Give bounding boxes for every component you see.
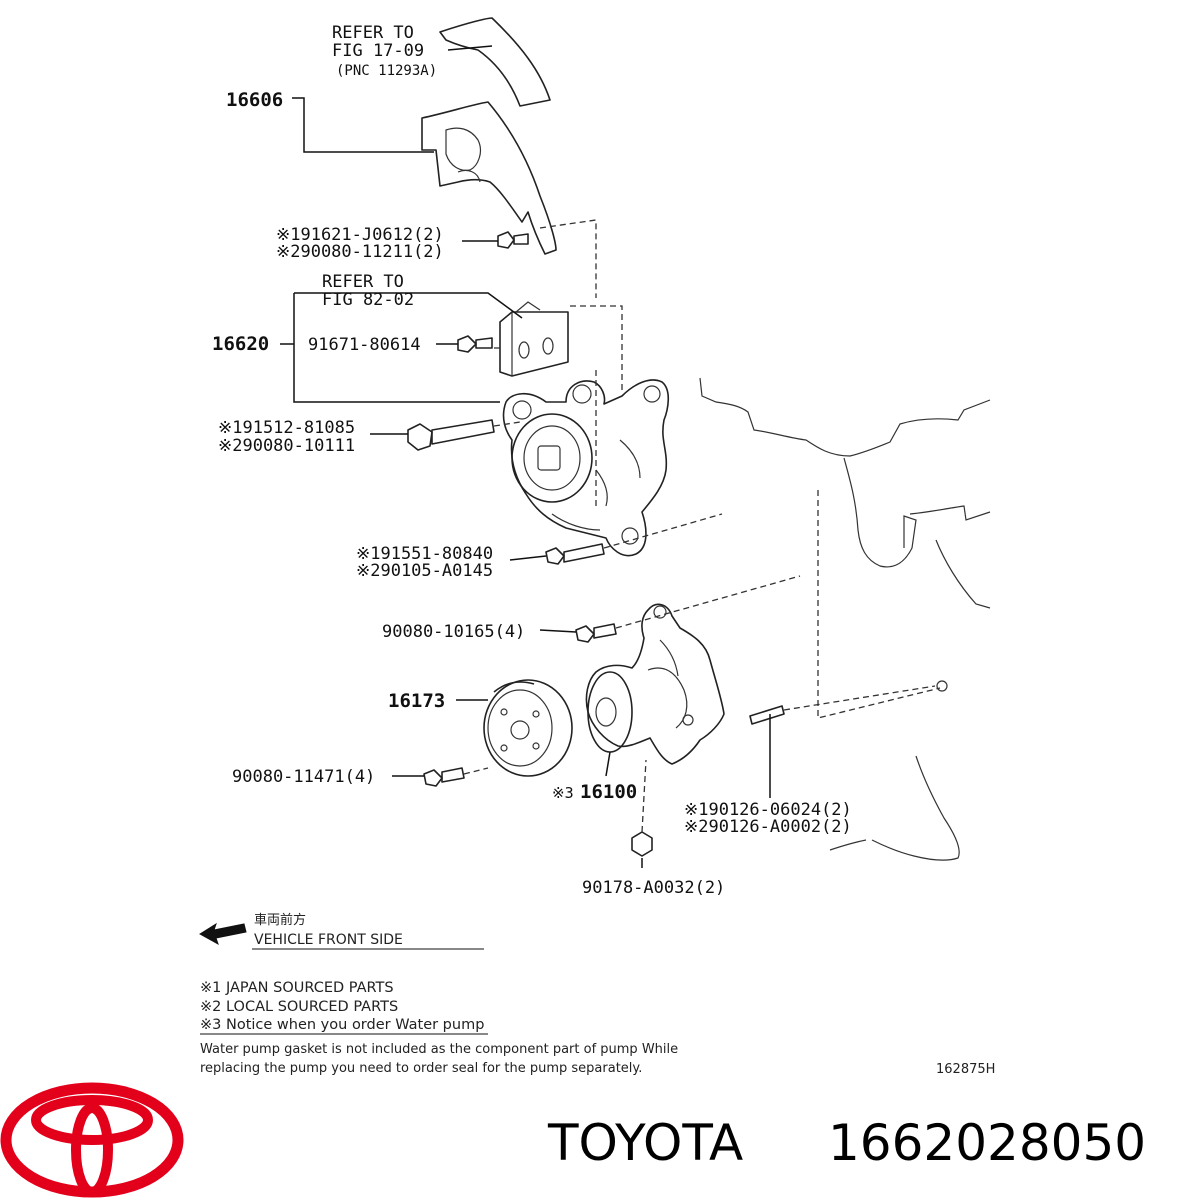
tensioner-16620-shape [502, 379, 670, 557]
stud-90126-06024-label: ※190126-06024(2) [684, 800, 852, 820]
part-16620-label: 16620 [212, 333, 269, 355]
stud-90126-icon [749, 705, 785, 725]
nut-90178-icon [631, 831, 653, 857]
bracket-fig82-shape [499, 301, 569, 377]
vehicle-front-japanese: 車両前方 [254, 912, 306, 928]
bolt-91551-icon [545, 543, 605, 565]
part-16606-label: 16606 [226, 89, 283, 111]
bolt-90080-11211-label: ※290080-11211(2) [276, 242, 444, 262]
refer-fig-17-09-line1: REFER TO [332, 23, 414, 43]
engine-block-outline [699, 377, 991, 861]
bolt-90080-10165-label: 90080-10165(4) [382, 622, 525, 642]
note-local-sourced: ※2 LOCAL SOURCED PARTS [200, 999, 398, 1015]
part-16173-label: 16173 [388, 690, 445, 712]
vehicle-front-english: VEHICLE FRONT SIDE [254, 932, 403, 948]
bolt-90080-11471-label: 90080-11471(4) [232, 767, 375, 787]
notes-block: ※1 JAPAN SOURCED PARTS ※2 LOCAL SOURCED … [200, 980, 995, 1077]
bolt-91512-label: ※191512-81085 [218, 418, 355, 438]
bracket-16606-shape [421, 101, 557, 255]
nut-90178-label: 90178-A0032(2) [582, 878, 725, 898]
bolt-91512-icon [407, 419, 495, 451]
bolt-90105-label: ※290105-A0145 [356, 561, 493, 581]
toyota-logo [0, 1082, 184, 1198]
part-16100-mark: ※3 [552, 784, 574, 802]
note-water-pump: ※3 Notice when you order Water pump [200, 1017, 484, 1033]
refer-fig-82-02-line2: FIG 82-02 [322, 290, 414, 310]
bolt-91551-label: ※191551-80840 [356, 544, 493, 564]
bolt-91621-icon [497, 231, 529, 249]
bolt-91671-icon [457, 335, 493, 353]
note-body-line2: replacing the pump you need to order sea… [200, 1061, 642, 1076]
refer-fig-82-02-line1: REFER TO [322, 272, 404, 292]
upper-cover-shape [439, 17, 551, 107]
refer-fig-17-09-line2: FIG 17-09 [332, 41, 424, 61]
assembly-dashed-lines [463, 219, 941, 833]
stud-90126-a0002-label: ※290126-A0002(2) [684, 817, 852, 837]
bolt-91621-label: ※191621-J0612(2) [276, 225, 444, 245]
leader-lines [280, 45, 771, 868]
callout-labels: REFER TO FIG 17-09 (PNC 11293A) 16606 ※1… [212, 23, 852, 898]
bolt-90080-10165-icon [575, 623, 617, 643]
illustration-code: 162875H [936, 1062, 995, 1077]
pulley-16173-shape [483, 679, 573, 777]
refer-fig-17-09-pnc: (PNC 11293A) [336, 63, 437, 79]
part-16100-label: 16100 [580, 781, 637, 803]
part-number: 1662028050 [828, 1114, 1146, 1172]
brand-name: TOYOTA [547, 1114, 743, 1172]
bolt-90080-10111-label: ※290080-10111 [218, 436, 355, 456]
note-body-line1: Water pump gasket is not included as the… [200, 1042, 678, 1057]
arrow-left-icon [199, 922, 247, 946]
bolt-91671-label: 91671-80614 [308, 335, 421, 355]
vehicle-front-indicator: 車両前方 VEHICLE FRONT SIDE [199, 912, 484, 950]
water-pump-16100-shape [585, 603, 725, 765]
note-japan-sourced: ※1 JAPAN SOURCED PARTS [200, 980, 394, 996]
bolt-90080-11471-icon [423, 767, 465, 787]
bolt-shapes [407, 231, 785, 857]
